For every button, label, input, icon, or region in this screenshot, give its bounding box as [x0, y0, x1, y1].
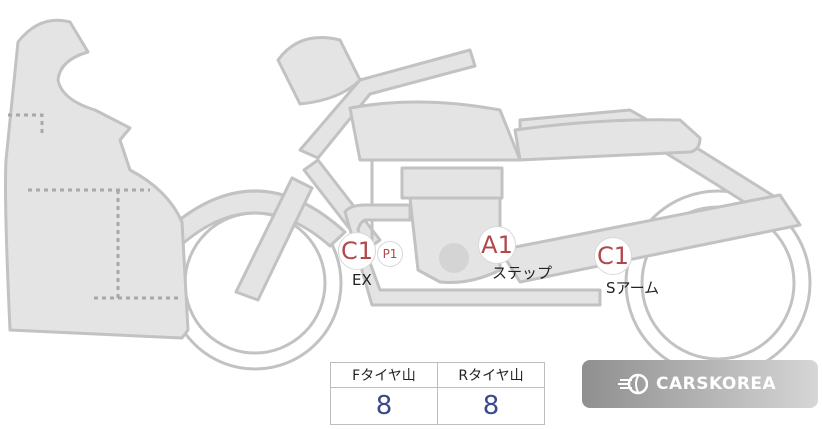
engine-block [408, 196, 502, 284]
sarm-label: Sアーム [606, 279, 660, 297]
front-cowl [4, 18, 190, 340]
tire-tread-table: Fタイヤ山 Rタイヤ山 8 8 [330, 362, 545, 425]
swing-arm [498, 193, 802, 284]
step-label: ステップ [492, 264, 553, 282]
headlight [276, 36, 362, 106]
ex-sub-damage-badge[interactable]: P1 [377, 241, 403, 267]
brand-name: CARSKOREA [656, 374, 777, 394]
rear-tire-value: 8 [437, 387, 545, 425]
step-damage-badge[interactable]: A1 [478, 226, 516, 264]
ex-label: EX [352, 271, 372, 289]
engine-head [400, 166, 504, 200]
fuel-tank [348, 100, 522, 162]
flame-lens-icon [618, 373, 648, 395]
ex-damage-badge[interactable]: C1 [338, 232, 376, 270]
rear-tire-header: Rタイヤ山 [437, 362, 545, 388]
front-fork [234, 176, 314, 302]
sarm-damage-badge[interactable]: C1 [594, 237, 632, 275]
front-tire-header: Fタイヤ山 [330, 362, 438, 388]
seat [513, 118, 702, 162]
front-tire-value: 8 [330, 387, 438, 425]
brand-logo: CARSKOREA [582, 360, 818, 408]
